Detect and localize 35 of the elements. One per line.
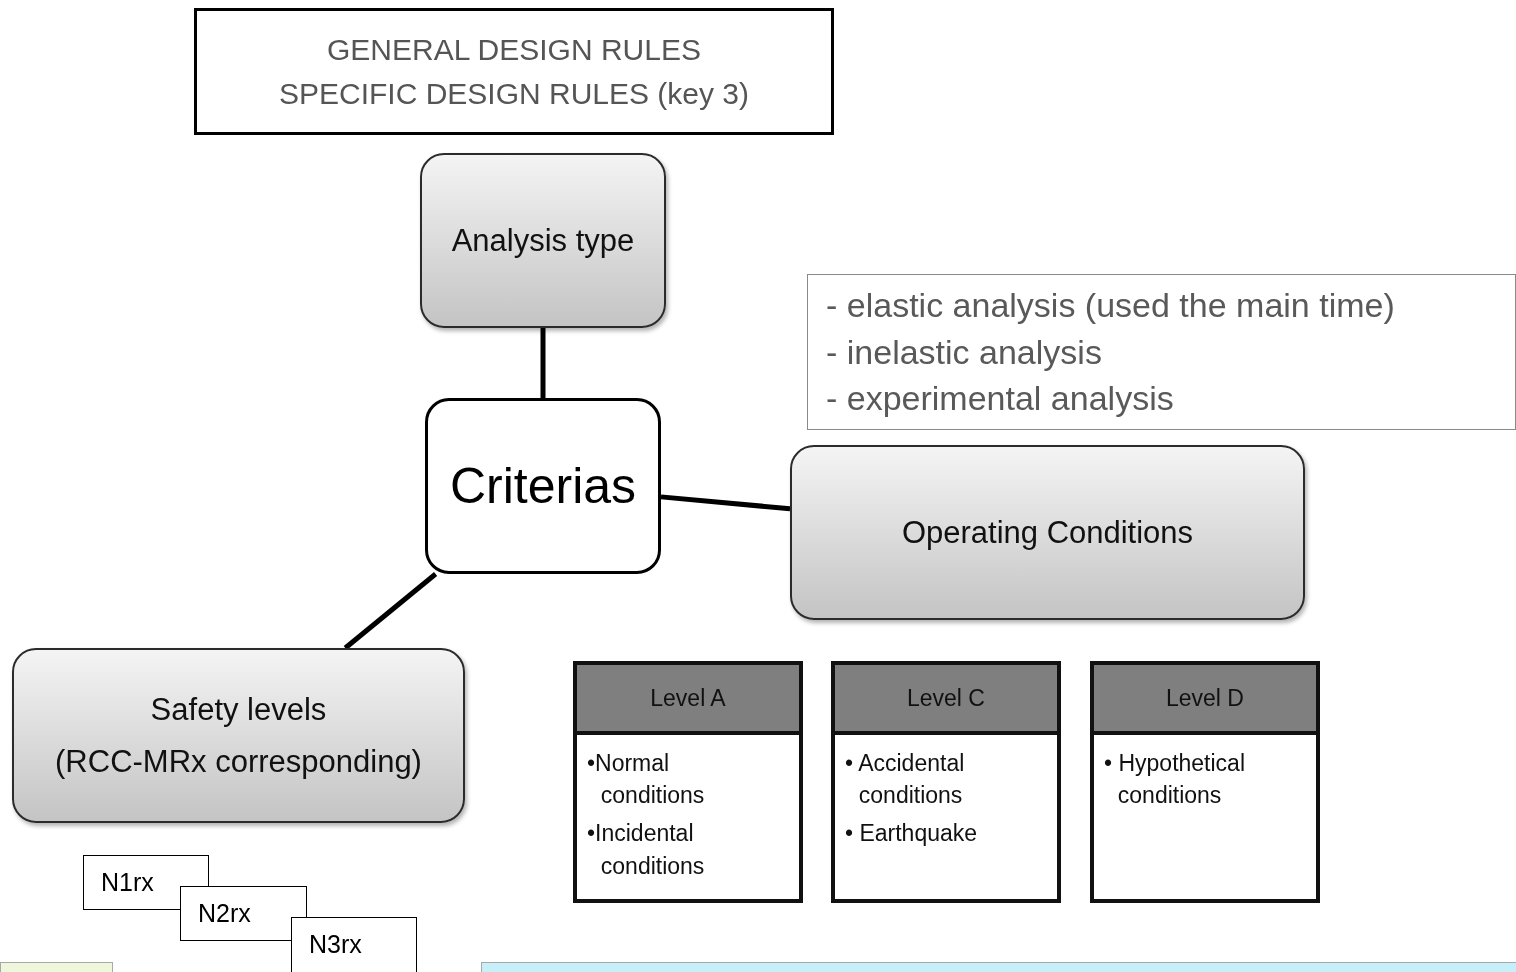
list-item: - experimental analysis <box>826 378 1174 420</box>
rounded-box <box>12 648 465 823</box>
box-label: N2rx <box>198 899 251 928</box>
level-header: Level D <box>1094 665 1316 735</box>
rounded-box <box>420 153 666 328</box>
title-line: SPECIFIC DESIGN RULES (key 3) <box>278 76 750 111</box>
list-item: • Earthquake <box>845 819 979 849</box>
list-item: - inelastic analysis <box>826 331 1102 373</box>
connector-line <box>540 328 546 398</box>
box-label: Safety levels <box>150 691 327 728</box>
box-label: Analysis type <box>451 222 635 259</box>
rounded-box <box>425 398 661 574</box>
tag-box <box>291 917 417 972</box>
list-item: • Hypothetical conditions <box>1104 749 1246 811</box>
rounded-box <box>790 445 1305 620</box>
box-label: (RCC-MRx corresponding) <box>55 743 422 780</box>
list-item: • Accidental conditions <box>845 749 966 811</box>
list-item: •Normal conditions <box>587 749 706 811</box>
list-item: - elastic analysis (used the main time) <box>826 285 1395 327</box>
title-box <box>194 8 834 135</box>
box-label: Criterias <box>449 457 637 515</box>
list-item: •Incidental conditions <box>587 819 706 881</box>
level-header: Level C <box>835 665 1057 735</box>
level-table <box>573 661 803 903</box>
level-table <box>1090 661 1320 903</box>
level-table <box>831 661 1061 903</box>
connector-line <box>343 572 438 650</box>
level-header: Level A <box>577 665 799 735</box>
title-line: GENERAL DESIGN RULES <box>327 32 701 67</box>
box-label: N1rx <box>101 868 154 897</box>
tag-box <box>180 886 307 941</box>
box-label: Operating Conditions <box>901 514 1194 551</box>
text-box <box>807 274 1516 430</box>
connector-line <box>660 494 791 512</box>
box-label: N3rx <box>309 930 362 959</box>
